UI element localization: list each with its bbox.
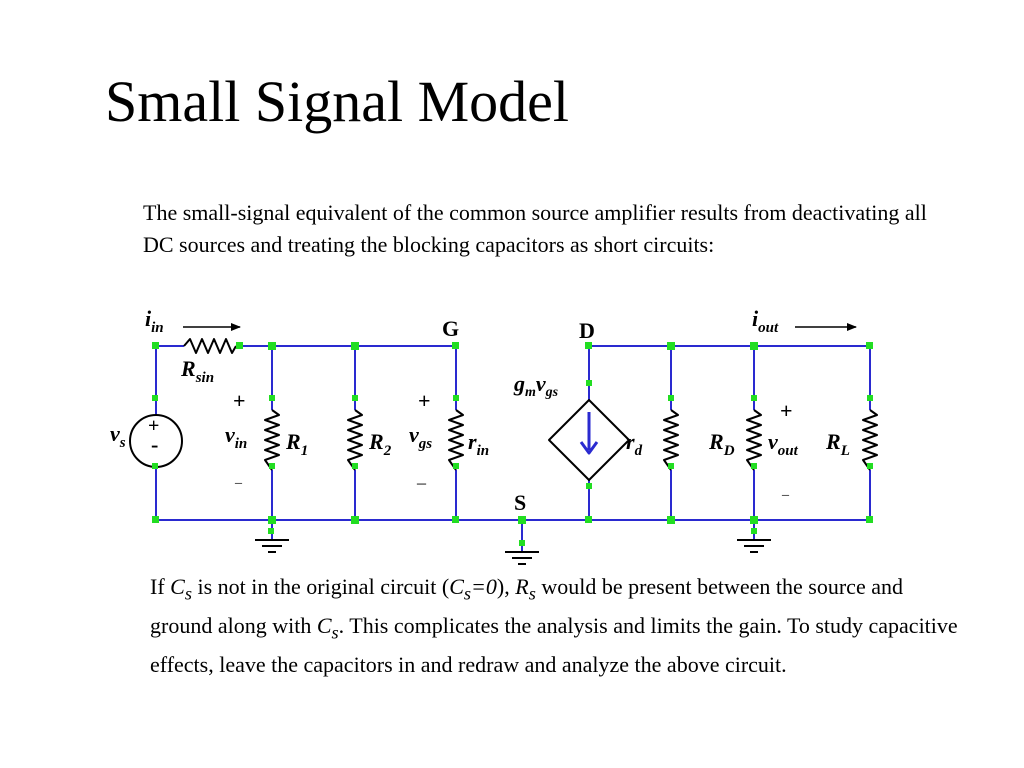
r2-label: R2 xyxy=(368,429,392,459)
source-plus: + xyxy=(148,415,159,437)
v-out-minus: _ xyxy=(781,483,790,498)
i-in-label: iin xyxy=(145,306,164,336)
source-minus: - xyxy=(151,432,158,457)
v-out-plus: + xyxy=(780,398,793,423)
resistor-rD xyxy=(746,409,762,471)
r-d-label: rd xyxy=(626,429,643,459)
node-g-label: G xyxy=(442,316,459,341)
r-sin-label: Rsin xyxy=(180,356,214,386)
footer-paragraph: If Cs is not in the original circuit (Cs… xyxy=(150,574,958,677)
r-big-d-label: RD xyxy=(708,429,735,459)
r1-label: R1 xyxy=(285,429,308,459)
slide-title: Small Signal Model xyxy=(105,69,569,134)
node-s-label: S xyxy=(514,490,526,515)
ground-icon-left xyxy=(255,539,289,553)
v-in-plus: + xyxy=(233,388,246,413)
v-out-label: vout xyxy=(768,429,799,459)
resistor-rin xyxy=(448,409,464,471)
r-l-label: RL xyxy=(825,429,850,459)
ground-icon-mid xyxy=(505,551,539,565)
v-in-label: vin xyxy=(225,422,247,452)
circuit-wires xyxy=(155,345,871,552)
v-in-minus: _ xyxy=(234,471,243,486)
circuit-components xyxy=(129,323,878,565)
v-gs-plus: + xyxy=(418,388,431,413)
ground-icon-right xyxy=(737,539,771,553)
v-gs-label: vgs xyxy=(409,422,432,452)
intro-paragraph: The small-signal equivalent of the commo… xyxy=(143,200,927,257)
v-gs-minus: _ xyxy=(416,466,427,486)
resistor-rsin xyxy=(183,338,237,354)
gm-vgs-label: gmvgs xyxy=(513,371,559,400)
resistor-r2 xyxy=(347,409,363,471)
resistor-rL xyxy=(862,409,878,471)
i-out-label: iout xyxy=(752,306,779,336)
v-s-label: vs xyxy=(110,421,126,451)
r-in-label: rin xyxy=(468,429,489,459)
circuit-nodes xyxy=(152,342,873,546)
resistor-rd xyxy=(663,409,679,471)
node-d-label: D xyxy=(579,318,595,343)
resistor-r1 xyxy=(264,409,280,471)
